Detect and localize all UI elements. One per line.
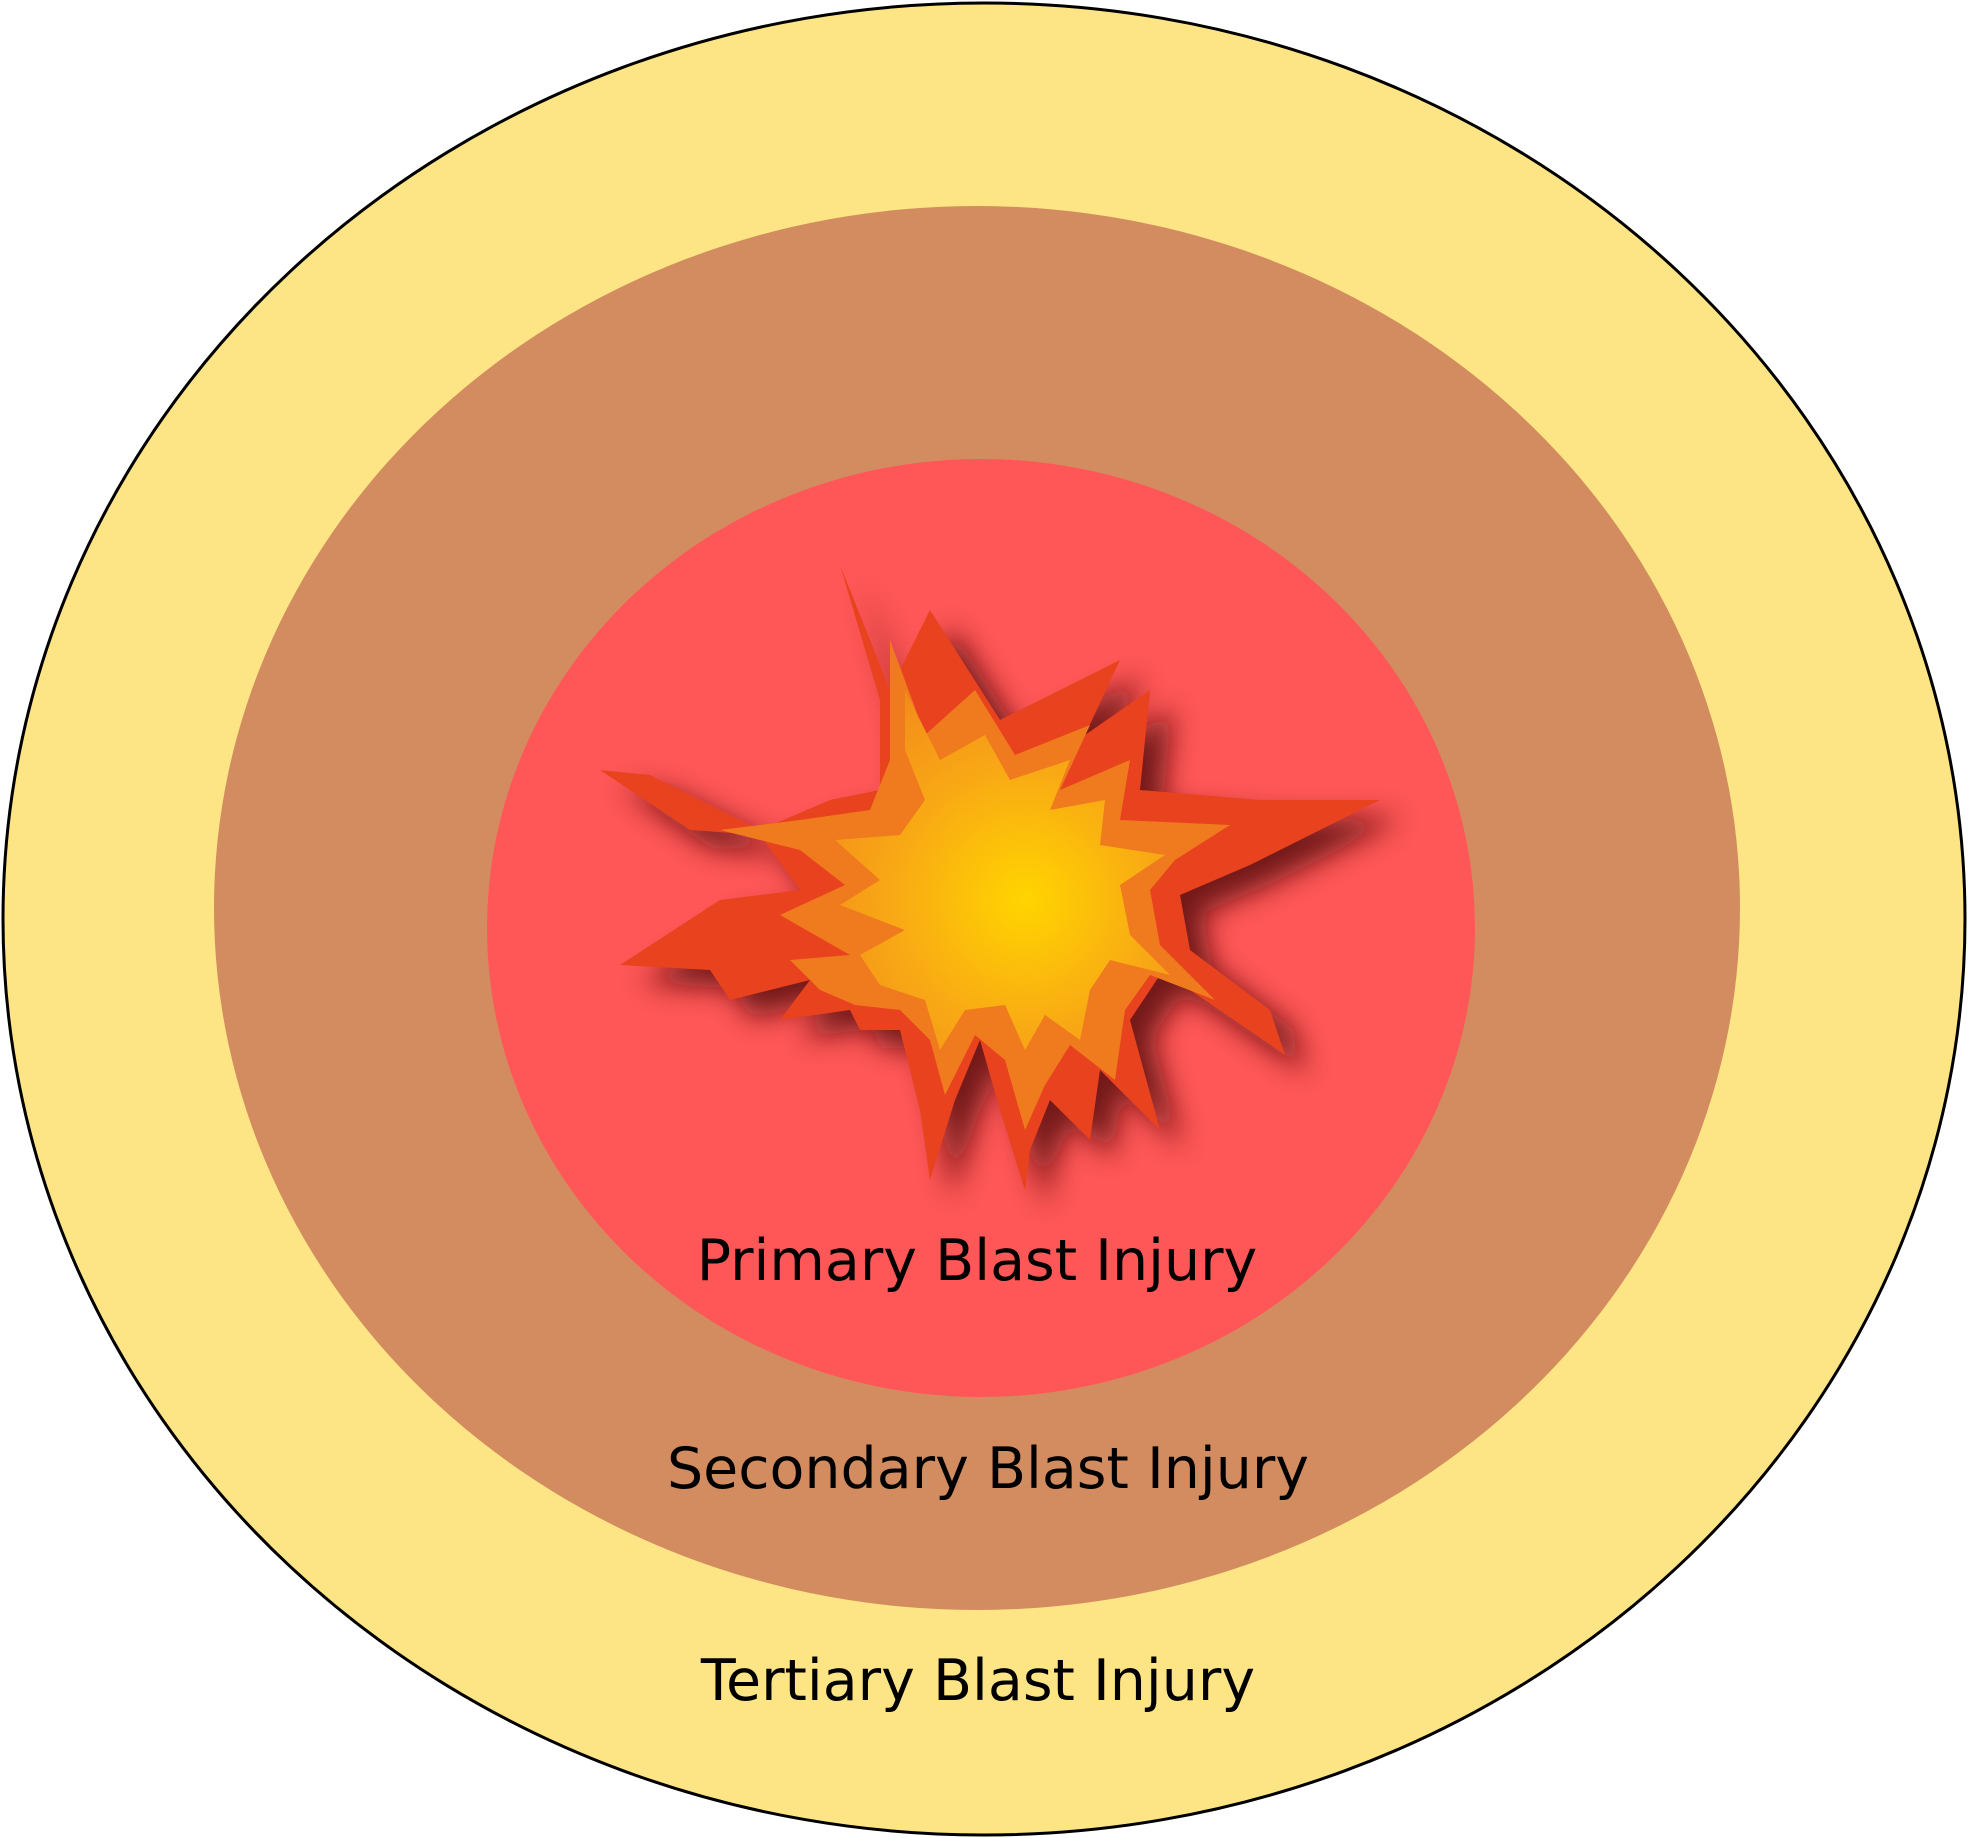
explosion-burst-icon [600, 565, 1402, 1208]
tertiary-zone-label: Tertiary Blast Injury [700, 1648, 1255, 1714]
secondary-zone-label: Secondary Blast Injury [667, 1436, 1309, 1502]
primary-zone-label: Primary Blast Injury [697, 1228, 1257, 1294]
